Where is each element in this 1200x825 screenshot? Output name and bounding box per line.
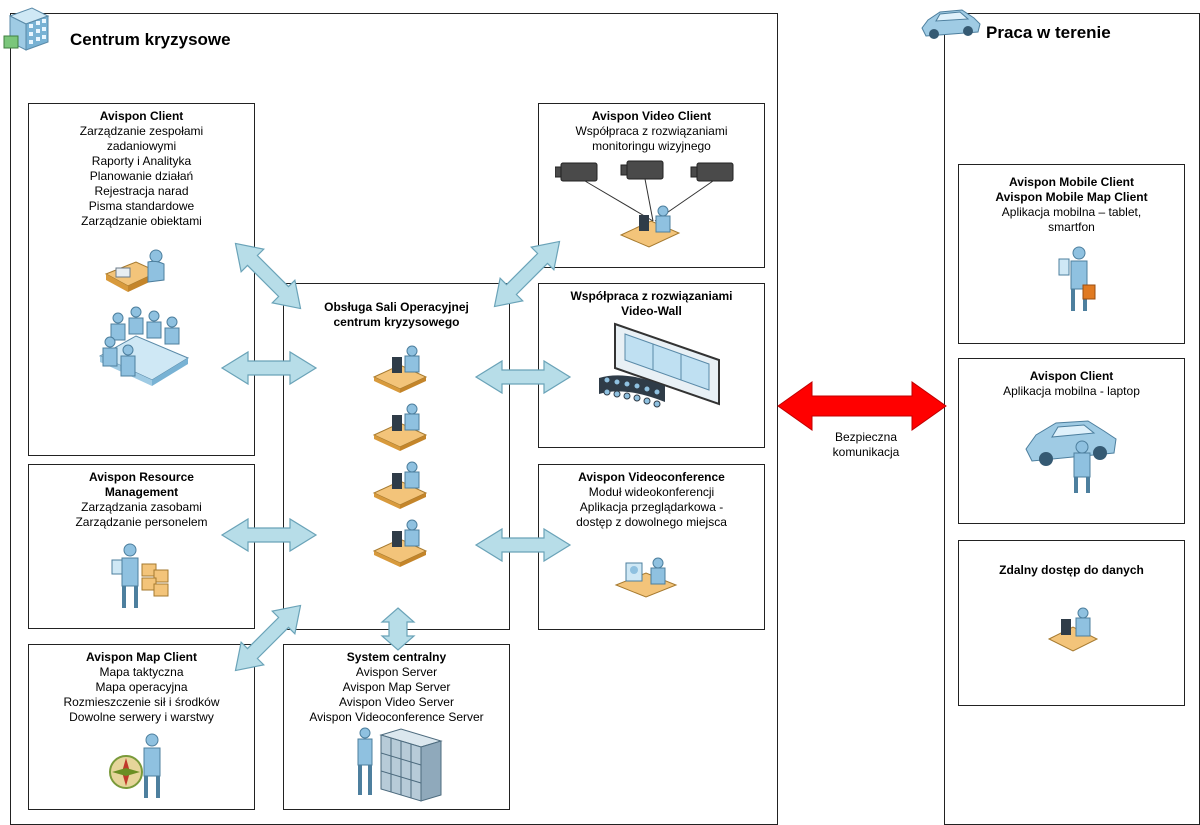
centrum-title: Centrum kryzysowe <box>70 30 231 49</box>
videoconference-title: Avispon Videoconference <box>578 470 725 484</box>
client-line-1: Zarządzanie zespołami <box>79 124 204 138</box>
avispon-client-title: Avispon Client <box>99 109 184 123</box>
mobile-title-2: Avispon Mobile Map Client <box>995 190 1148 204</box>
map-line-1: Mapa taktyczna <box>99 665 184 679</box>
secure-line-1: Bezpieczna <box>834 430 898 444</box>
laptop-client-title: Avispon Client <box>1029 369 1114 383</box>
operator-icon <box>372 345 428 568</box>
resource-title-1: Avispon Resource <box>89 470 194 484</box>
videoconference-icon <box>614 557 678 598</box>
car-icon <box>921 9 981 39</box>
video-client-title: Avispon Video Client <box>591 109 712 123</box>
arrow-client-center <box>220 350 318 386</box>
video-wall-icon <box>599 322 720 408</box>
resource-line-2: Zarządzanie personelem <box>75 515 208 529</box>
arrow-center-system <box>380 607 416 651</box>
remote-access-title: Zdalny dostęp do danych <box>999 563 1144 577</box>
client-line-6: Pisma standardowe <box>88 199 195 213</box>
client-line-2: zadaniowymi <box>106 139 177 153</box>
system-line-4: Avispon Videoconference Server <box>309 710 484 724</box>
arrow-resource-center <box>220 517 318 553</box>
building-icon <box>3 7 50 51</box>
vconf-line-2: Aplikacja przeglądarkowa - <box>579 500 724 514</box>
mobile-line-2: smartfon <box>1048 220 1095 234</box>
video-line-2: monitoringu wizyjnego <box>592 139 711 153</box>
video-wall-title-1: Współpraca z rozwiązaniami <box>570 289 733 303</box>
vconf-line-1: Moduł wideokonferencji <box>588 485 715 499</box>
client-line-3: Raporty i Analityka <box>91 154 192 168</box>
system-line-2: Avispon Map Server <box>342 680 451 694</box>
resource-line-1: Zarządzania zasobami <box>81 500 202 514</box>
mobile-title-1: Avispon Mobile Client <box>1009 175 1134 189</box>
operations-room-box: Obsługa Sali Operacyjnej centrum kryzyso… <box>283 283 510 630</box>
system-line-3: Avispon Video Server <box>339 695 454 709</box>
remote-user-icon <box>1047 607 1099 652</box>
secure-communication-label: Bezpieczna komunikacja <box>822 430 910 460</box>
mobile-client-box: Avispon Mobile Client Avispon Mobile Map… <box>958 164 1185 344</box>
central-system-title: System centralny <box>346 650 447 664</box>
arrow-map-center-diag <box>234 604 302 672</box>
videoconference-box: Avispon Videoconference Moduł wideokonfe… <box>538 464 765 630</box>
video-wall-box: Współpraca z rozwiązaniami Video-Wall <box>538 283 765 448</box>
laptop-line-1: Aplikacja mobilna - laptop <box>1003 384 1140 398</box>
arrow-client-center-diag <box>234 242 302 310</box>
client-line-7: Zarządzanie obiektami <box>81 214 202 228</box>
meeting-icon <box>98 249 190 386</box>
secure-communication-arrow <box>777 381 947 431</box>
resource-title-2: Management <box>104 485 179 499</box>
operations-title-1: Obsługa Sali Operacyjnej <box>324 300 469 314</box>
arrow-center-videoclient-diag <box>493 240 561 308</box>
map-line-4: Dowolne serwery i warstwy <box>69 710 214 724</box>
server-icon <box>357 727 443 802</box>
map-line-3: Rozmieszczenie sił i środków <box>63 695 220 709</box>
map-line-2: Mapa operacyjna <box>95 680 188 694</box>
cameras-icon <box>555 160 734 248</box>
tablet-user-icon <box>1058 246 1096 311</box>
teren-title: Praca w terenie <box>986 23 1111 42</box>
resources-icon <box>111 543 169 608</box>
operations-title-2: centrum kryzysowego <box>333 315 460 329</box>
secure-line-2: komunikacja <box>832 445 900 459</box>
mobile-line-1: Aplikacja mobilna – tablet, <box>1001 205 1142 219</box>
client-line-4: Planowanie działań <box>89 169 194 183</box>
video-wall-title-2: Video-Wall <box>621 304 682 318</box>
vconf-line-3: dostęp z dowolnego miejsca <box>576 515 727 529</box>
laptop-car-icon <box>1025 420 1117 493</box>
client-line-5: Rejestracja narad <box>94 184 189 198</box>
video-line-1: Współpraca z rozwiązaniami <box>575 124 728 138</box>
remote-access-box: Zdalny dostęp do danych <box>958 540 1185 706</box>
arrow-center-videowall <box>474 359 572 395</box>
arrow-center-videoconf <box>474 527 572 563</box>
system-line-1: Avispon Server <box>355 665 438 679</box>
map-client-title: Avispon Map Client <box>86 650 197 664</box>
resource-management-box: Avispon Resource Management Zarządzania … <box>28 464 255 629</box>
compass-icon <box>109 733 161 798</box>
map-client-box: Avispon Map Client Mapa taktyczna Mapa o… <box>28 644 255 810</box>
